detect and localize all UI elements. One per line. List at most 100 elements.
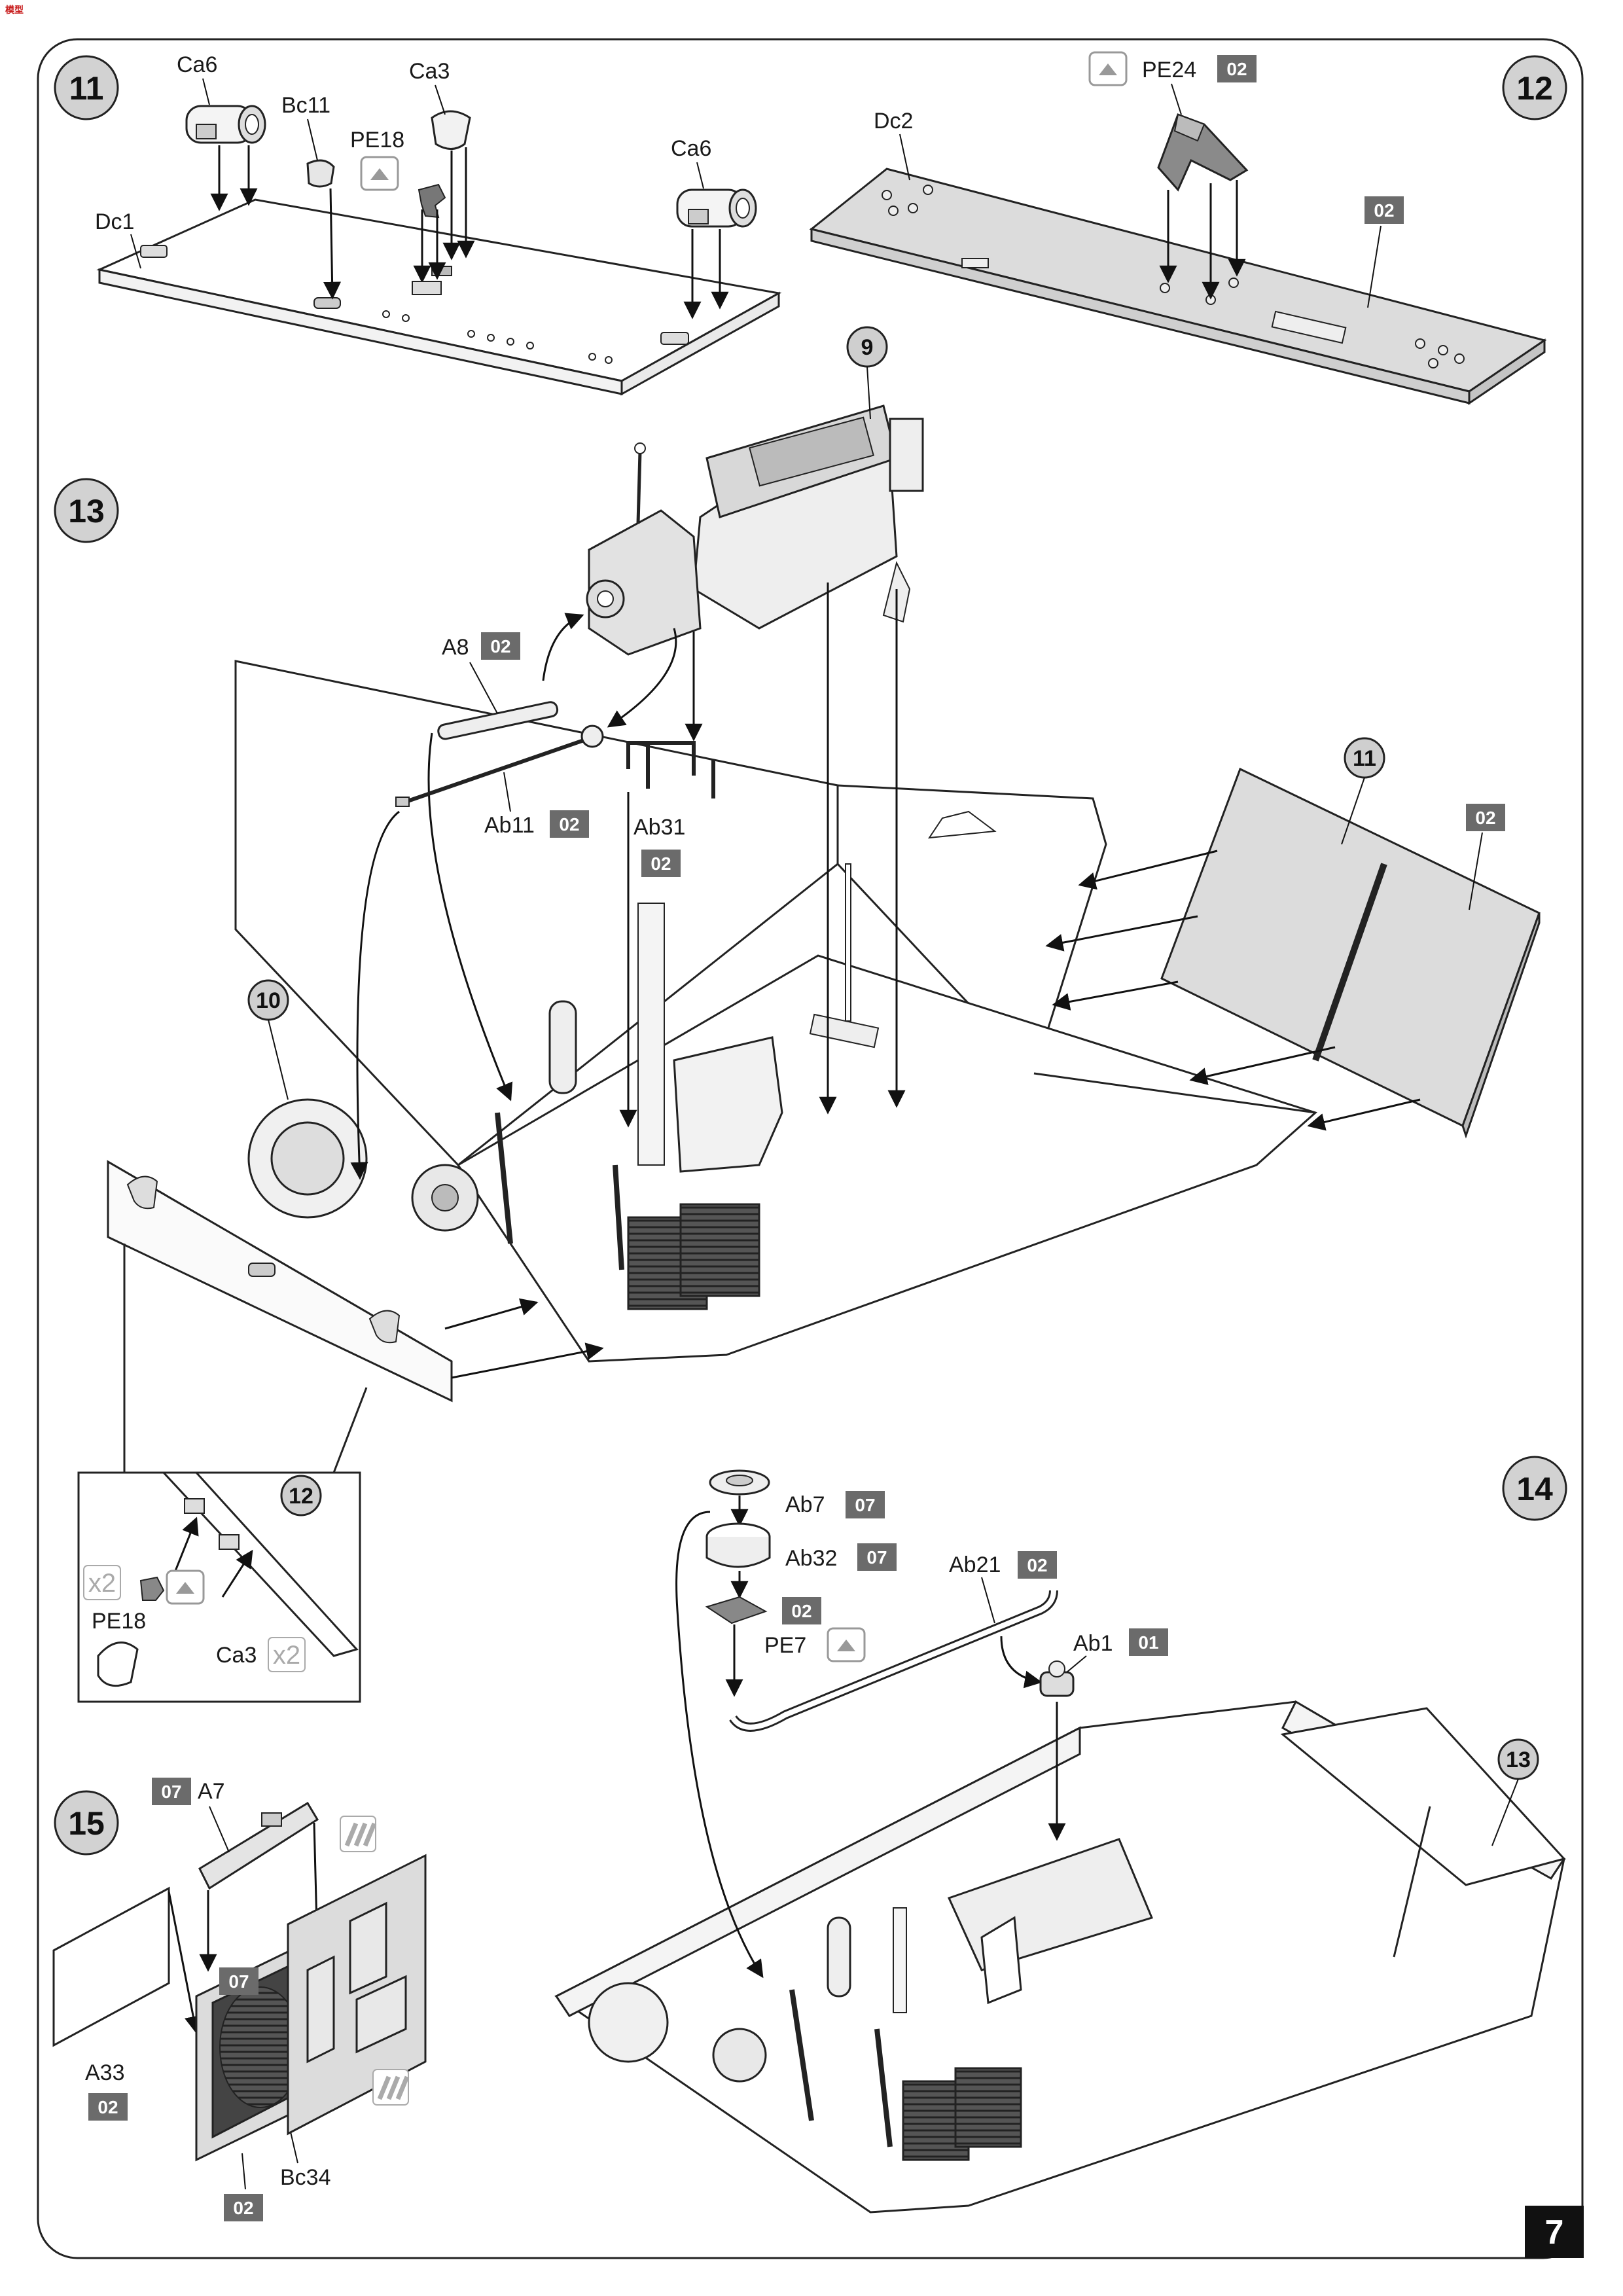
part-dc1-plate — [96, 198, 782, 396]
engine-gearbox-assembly — [586, 404, 924, 656]
svg-text:15: 15 — [68, 1805, 105, 1842]
svg-text:07: 07 — [866, 1547, 887, 1568]
step-14-badge: 14 — [1502, 1456, 1567, 1521]
arrow-panel-d — [1189, 1046, 1336, 1085]
label-ab31: Ab31 — [633, 815, 685, 840]
photo-etch-icon — [360, 156, 399, 191]
leader-panel-tag — [1469, 832, 1483, 910]
svg-text:14: 14 — [1516, 1471, 1553, 1507]
label-pe7: PE7 — [764, 1633, 806, 1658]
svg-text:02: 02 — [791, 1601, 812, 1621]
label-pe18: PE18 — [350, 128, 404, 152]
leader-dc1 — [130, 234, 141, 269]
part-a7 — [198, 1801, 319, 1890]
part-ab21-pipe — [729, 1590, 1058, 1732]
svg-text:12: 12 — [1516, 70, 1553, 107]
svg-text:12: 12 — [289, 1484, 313, 1509]
leader-bc34-tag — [241, 2153, 246, 2190]
label-ab21: Ab21 — [949, 1552, 1001, 1577]
svg-text:10: 10 — [256, 988, 281, 1013]
part-dc2-plate — [809, 168, 1547, 405]
arrow-panel-b — [1045, 915, 1198, 952]
svg-text:11: 11 — [1353, 746, 1376, 771]
step-12-badge: 12 — [1502, 55, 1567, 120]
tag-rear-panel: 02 — [1466, 804, 1505, 831]
svg-text:07: 07 — [161, 1782, 181, 1802]
arrow-panel-c — [1052, 980, 1179, 1011]
svg-text:模型: 模型 — [5, 5, 24, 15]
leader-ab1 — [1066, 1655, 1087, 1673]
part-ab11-rod — [395, 725, 604, 807]
label-ca3: Ca3 — [409, 59, 450, 84]
photo-etch-icon — [827, 1627, 866, 1662]
svg-text:02: 02 — [1374, 200, 1394, 221]
svg-text:02: 02 — [233, 2198, 253, 2218]
tag-a33: 02 — [88, 2093, 128, 2121]
part-ca6-left — [185, 105, 266, 144]
leader-ab11 — [503, 772, 511, 812]
leader-dc2 — [899, 134, 910, 181]
tag-ab7: 07 — [846, 1491, 885, 1518]
leader-ref-13 — [1491, 1778, 1519, 1846]
svg-text:02: 02 — [1226, 59, 1247, 79]
part-pe7 — [705, 1596, 768, 1624]
label-ca6-left: Ca6 — [177, 52, 217, 77]
part-ab1 — [1039, 1660, 1075, 1697]
step-13: 13 9 — [54, 326, 1541, 1703]
step-12: 12 Dc2 02 — [809, 51, 1567, 405]
arrow-panel-a — [1078, 850, 1218, 890]
fire-extinguisher — [548, 1000, 577, 1094]
tag-ab11: 02 — [550, 810, 589, 838]
detail-qty-ca3: x2 — [268, 1637, 306, 1672]
tag-grille: 07 — [219, 1967, 259, 1995]
part-bc11 — [306, 159, 335, 188]
tag-pe7: 02 — [782, 1597, 821, 1624]
svg-text:11: 11 — [69, 70, 104, 107]
arrow-a33 — [168, 1891, 202, 2034]
svg-text:02: 02 — [559, 814, 579, 834]
leader-pe24 — [1171, 83, 1182, 115]
svg-text:02: 02 — [651, 853, 671, 874]
leader-ref-10 — [268, 1019, 289, 1100]
leader-a7 — [209, 1806, 230, 1853]
page-number: 7 — [1525, 2206, 1584, 2258]
page-frame — [37, 38, 1584, 2259]
detail-label-pe18: PE18 — [92, 1609, 146, 1634]
arrow-filler-down — [675, 1511, 764, 1979]
label-ab32: Ab32 — [785, 1546, 837, 1571]
arrow-a8-down — [427, 732, 513, 1102]
leader-ca3 — [435, 84, 446, 115]
part-ab7-cap — [709, 1469, 770, 1496]
arrow-ab11 — [607, 628, 677, 728]
label-ca6-right: Ca6 — [671, 136, 711, 161]
tag-ab1: 01 — [1129, 1628, 1168, 1656]
tag-a7: 07 — [152, 1778, 191, 1805]
label-ab11: Ab11 — [484, 813, 535, 838]
svg-text:07: 07 — [855, 1495, 875, 1515]
svg-text:02: 02 — [98, 2097, 118, 2117]
label-dc1: Dc1 — [95, 209, 134, 234]
svg-text:02: 02 — [490, 636, 510, 656]
battery-right — [679, 1203, 760, 1297]
svg-text:9: 9 — [861, 335, 874, 360]
leader-bc11 — [307, 118, 318, 161]
leader-dc2-tag — [1367, 225, 1382, 308]
photo-etch-icon — [1088, 51, 1128, 86]
svg-text:x2: x2 — [88, 1569, 116, 1598]
leader-ref-9 — [866, 366, 871, 420]
part-pe24 — [1157, 113, 1249, 192]
ref-11-badge: 11 — [1344, 737, 1385, 779]
step-13-badge: 13 — [54, 478, 119, 543]
step-15: 15 A33 02 07 A7 — [52, 1778, 427, 2221]
part-rear-body-panel — [287, 1854, 427, 2136]
step-15-badge: 15 — [54, 1790, 119, 1856]
paint-stripe-icon — [340, 1816, 377, 1852]
label-bc34: Bc34 — [280, 2165, 331, 2190]
label-a8: A8 — [442, 635, 469, 660]
label-bc11: Bc11 — [281, 93, 330, 118]
detail-label-ca3: Ca3 — [216, 1643, 257, 1668]
detail-ref-12-badge: 12 — [280, 1475, 322, 1516]
label-ab1: Ab1 — [1073, 1631, 1113, 1656]
svg-text:02: 02 — [1027, 1555, 1047, 1575]
